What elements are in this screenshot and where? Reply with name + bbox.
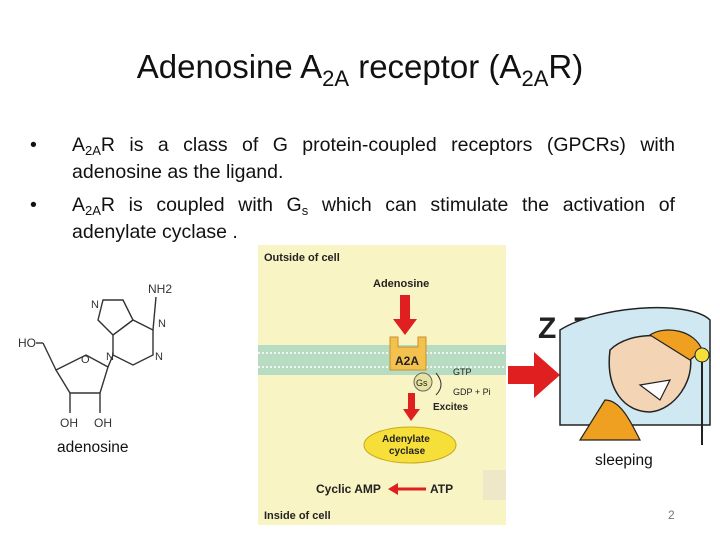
svg-text:N: N (155, 351, 163, 363)
svg-text:Gs: Gs (416, 378, 428, 388)
bullet-marker: • (30, 194, 37, 216)
adenosine-structure-image: NH2 N N N N HO O OH OH (18, 282, 172, 430)
bullet-item-2: • A2AR is coupled with Gs which can stim… (30, 194, 675, 243)
sleeping-cartoon-image: Z Z Z (538, 306, 711, 445)
svg-text:NH2: NH2 (148, 282, 172, 296)
svg-text:GDP + Pi: GDP + Pi (453, 387, 491, 397)
bullet-marker: • (30, 134, 37, 156)
svg-text:cyclase: cyclase (389, 446, 426, 457)
svg-text:N: N (106, 351, 114, 363)
svg-text:Adenosine: Adenosine (373, 278, 429, 290)
svg-text:OH: OH (60, 416, 78, 430)
red-arrow-icon (508, 352, 560, 398)
svg-text:Cyclic AMP: Cyclic AMP (316, 482, 381, 496)
svg-text:A2A: A2A (395, 354, 419, 368)
svg-text:N: N (158, 318, 166, 330)
svg-text:Inside of cell: Inside of cell (264, 510, 331, 522)
page-number: 2 (668, 508, 675, 522)
svg-text:Adenylate: Adenylate (382, 434, 430, 445)
adenosine-caption: adenosine (57, 439, 129, 456)
svg-text:OH: OH (94, 416, 112, 430)
bullet-list: • A2AR is a class of G protein-coupled r… (30, 132, 675, 252)
bullet-item-1: • A2AR is a class of G protein-coupled r… (30, 134, 675, 183)
svg-text:ATP: ATP (430, 482, 453, 496)
svg-text:GTP: GTP (453, 367, 472, 377)
svg-text:O: O (81, 354, 90, 366)
signaling-pathway-diagram: Outside of cell Adenosine A2A Gs GTP GDP… (258, 245, 506, 525)
svg-text:N: N (91, 299, 99, 311)
svg-text:HO: HO (18, 336, 36, 350)
svg-text:Excites: Excites (433, 402, 468, 413)
sleeping-caption: sleeping (595, 452, 653, 469)
svg-text:Outside of cell: Outside of cell (264, 252, 340, 264)
slide-title: Adenosine A2A receptor (A2AR) (136, 48, 584, 91)
